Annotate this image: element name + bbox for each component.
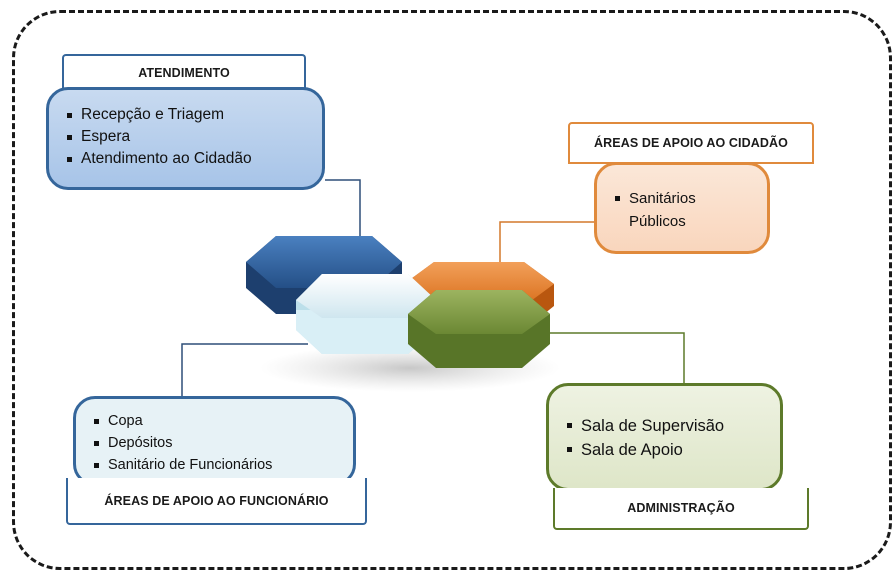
list-atendimento: Recepção e Triagem Espera Atendimento ao… [65,104,308,170]
connector-atendimento [325,179,361,245]
header-atendimento: ATENDIMENTO [62,54,306,90]
list-item: Sala de Supervisão [565,414,770,438]
header-apoio-cidadao: ÁREAS DE APOIO AO CIDADÃO [568,122,814,164]
header-atendimento-label: ATENDIMENTO [138,66,230,80]
list-item: Sanitários Públicos [613,187,739,233]
box-apoio-funcionario: Copa Depósitos Sanitário de Funcionários [73,396,356,486]
hexagon-green-administracao [408,290,550,368]
list-item: Espera [65,126,308,148]
dashed-frame [12,10,892,570]
header-apoio-cidadao-label: ÁREAS DE APOIO AO CIDADÃO [594,136,788,150]
list-apoio-cidadao: Sanitários Públicos [613,187,757,233]
box-apoio-cidadao: Sanitários Públicos [594,162,770,254]
box-atendimento: Recepção e Triagem Espera Atendimento ao… [46,87,325,190]
header-administracao: ADMINISTRAÇÃO [553,488,809,530]
list-administracao: Sala de Supervisão Sala de Apoio [565,414,770,462]
header-apoio-funcionario-label: ÁREAS DE APOIO AO FUNCIONÁRIO [104,493,329,508]
connector-administracao [548,332,685,383]
list-item: Sanitário de Funcionários [92,454,343,476]
list-item: Copa [92,410,343,432]
box-administracao: Sala de Supervisão Sala de Apoio [546,383,783,491]
list-item: Recepção e Triagem [65,104,308,126]
connector-apoio-cidadao [499,221,595,268]
list-apoio-funcionario: Copa Depósitos Sanitário de Funcionários [92,410,343,476]
connector-apoio-funcionario [181,343,308,396]
header-administracao-label: ADMINISTRAÇÃO [627,501,735,515]
list-item: Atendimento ao Cidadão [65,148,308,170]
list-item: Depósitos [92,432,343,454]
hexagon-lightblue-apoio-funcionario [296,274,436,354]
list-item: Sala de Apoio [565,438,770,462]
header-apoio-funcionario: ÁREAS DE APOIO AO FUNCIONÁRIO [66,478,367,525]
